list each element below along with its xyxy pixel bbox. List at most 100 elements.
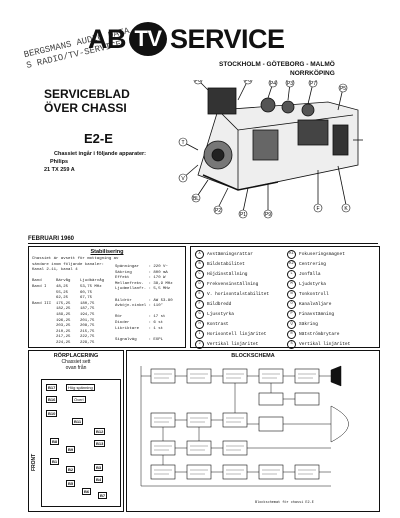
spec-text-right: Spänningar : 220 V~ Säkring : 800 mA Eff… <box>115 265 173 342</box>
svg-text:F: F <box>316 206 319 212</box>
svg-text:P8: P8 <box>195 80 201 84</box>
apparatus-description: Chassiet ingår i följande apparater: Phi… <box>44 150 146 174</box>
block-diagram-caption: Blockschemat för chassi E2-E <box>255 501 314 505</box>
svg-text:P9: P9 <box>265 212 271 218</box>
tube-b16: B16 <box>46 396 58 403</box>
tube-b6: B6 <box>82 488 92 495</box>
ab-tv-service-logo: AB TV SERVICE <box>88 22 285 56</box>
legend-code: Q <box>287 319 296 329</box>
svg-text:V: V <box>181 176 185 182</box>
legend-label: Avstämningsrattar <box>207 251 253 257</box>
legend-label: Fokuseringsmagnet <box>299 251 345 257</box>
cities: STOCKHOLM - GÖTEBORG - MALMÖ NORRKÖPING <box>219 60 335 78</box>
legend-code: H <box>195 319 204 329</box>
legend-code: A <box>195 249 204 259</box>
tube-b3: B3 <box>94 464 104 471</box>
legend-code: P <box>287 309 296 319</box>
desc-line1: Chassiet ingår i följande apparater: <box>54 151 146 157</box>
legend-code: J <box>195 339 204 349</box>
title-line1: SERVICEBLAD <box>44 87 130 101</box>
tube-b2: B2 <box>66 466 76 473</box>
legend-code: C <box>195 269 204 279</box>
legend-code: R <box>287 329 296 339</box>
legend-label: Horisontell linjäritet <box>207 331 267 337</box>
desc-set-model: 21 TX 259 A <box>44 167 75 173</box>
tube-tag-ov: Överl <box>72 396 86 403</box>
desc-brand: Philips <box>50 159 69 165</box>
document-title: SERVICEBLAD ÖVER CHASSI <box>44 87 130 115</box>
separator-top <box>28 243 378 244</box>
logo-service: SERVICE <box>170 23 285 54</box>
svg-text:P7: P7 <box>310 81 316 87</box>
legend-label: Ljusstyrka <box>207 311 235 317</box>
tube-b8: B8 <box>50 438 60 445</box>
legend-label: Frekvensinställning <box>207 281 259 287</box>
legend-label: Vertikal linjäritet <box>299 341 351 347</box>
legend-code: F <box>195 299 204 309</box>
legend-label: Tonkontroll <box>299 291 329 297</box>
block-diagram-box: BLOCKSCHEMA <box>126 350 380 512</box>
legend-label: Kanalväljare <box>299 301 332 307</box>
legend-label: Jonfälla <box>299 271 321 277</box>
block-diagram-title: BLOCKSCHEMA <box>231 353 275 359</box>
legend-code: D <box>195 279 204 289</box>
tube-b1: B1 <box>50 458 60 465</box>
logo-ab: AB <box>88 23 127 54</box>
legend-code: N <box>287 289 296 299</box>
cities-line2: NORRKÖPING <box>290 70 335 77</box>
legend-label: Ljudstyrka <box>299 281 327 287</box>
svg-text:P6: P6 <box>245 80 251 84</box>
tube-tag-hv: Hög spänning <box>66 384 95 391</box>
tube-b4: B4 <box>94 476 104 483</box>
legend-code: I <box>195 329 204 339</box>
svg-text:P5: P5 <box>340 86 346 92</box>
issue-date: FEBRUARI 1960 <box>28 236 75 242</box>
block-diagram <box>140 365 349 487</box>
tube-placement-title: RÖRPLACERING <box>53 353 99 359</box>
legend-label: Nätströmbrytare <box>299 331 340 337</box>
legend-code: G <box>195 309 204 319</box>
legend-code: M <box>287 279 296 289</box>
spec-box: Stabilisering Chassiet är avsett för mot… <box>28 246 186 348</box>
legend-code: K1 <box>287 249 296 259</box>
legend-code: O <box>287 299 296 309</box>
chassis-drawing: P8 P6 P4 P3 P7 P5 T V BL P2 P1 P9 F K <box>178 80 363 219</box>
spec-text-left: Chassiet är avsett för mottagning av sän… <box>32 257 119 345</box>
svg-text:T: T <box>181 140 184 146</box>
legend-label: V. horisontalstabilitet <box>207 291 270 297</box>
svg-text:P3: P3 <box>287 81 293 87</box>
svg-text:BL: BL <box>193 196 199 202</box>
tube-b13: B13 <box>94 440 106 447</box>
legend-label: Vertikal linjäritet <box>207 341 259 347</box>
svg-text:P4: P4 <box>270 81 276 87</box>
svg-text:P1: P1 <box>240 212 246 218</box>
tube-placement-sub1: Chassiet sett <box>61 359 91 365</box>
tube-b9: B9 <box>66 446 76 453</box>
legend-code: E <box>195 289 204 299</box>
spec-heading: Stabilisering <box>90 249 124 255</box>
logo-tv-circle: TV <box>129 22 167 56</box>
tube-b7: B7 <box>98 492 108 499</box>
tube-b5: B5 <box>66 480 76 487</box>
legend-code: K2 <box>287 259 296 269</box>
legend-code: L <box>287 269 296 279</box>
